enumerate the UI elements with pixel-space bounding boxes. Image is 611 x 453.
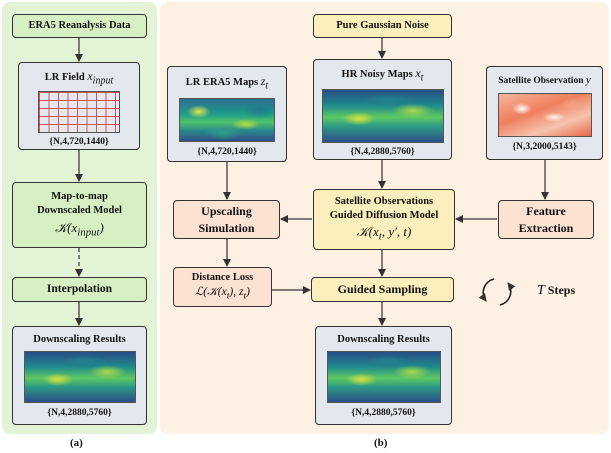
hr-noisy-maps-thumbnail (321, 88, 444, 143)
results-a-thumbnail (23, 351, 136, 404)
results-a-box: Downscaling Results {N,4,2880,5760} (12, 326, 147, 425)
lr-era5-maps-dims: {N,4,720,1440} (197, 146, 257, 157)
gaussian-noise-label: Pure Gaussian Noise (336, 19, 429, 31)
hr-noisy-maps-title: HR Noisy Maps xt (341, 66, 424, 84)
distance-line1: Distance Loss (191, 271, 254, 283)
feature-line1: Feature (526, 204, 566, 219)
lr-era5-maps-title: LR ERA5 Maps zt (185, 74, 269, 92)
guided-diffusion-model-box: Satellite Observations Guided Diffusion … (313, 189, 455, 250)
results-b-box: Downscaling Results {N,4,2880,5760} (315, 326, 452, 425)
cycle-icon (478, 278, 516, 306)
era5-reanalysis-box: ERA5 Reanalysis Data (12, 14, 147, 38)
gaussian-noise-box: Pure Gaussian Noise (313, 14, 452, 38)
lr-field-dims: {N,4,720,1440} (49, 136, 109, 147)
lr-field-thumbnail (38, 90, 120, 133)
diffusion-line2: Guided Diffusion Model (329, 209, 439, 221)
hr-noisy-maps-dims: {N,4,2880,5760} (350, 146, 415, 157)
distance-loss-box: Distance Loss ℒ(𝒦(xt), zt) (173, 267, 272, 307)
results-b-thumbnail (326, 351, 441, 404)
satellite-observation-thumbnail (497, 92, 592, 137)
model-line2: Downscaled Model (37, 205, 122, 217)
panel-b-label: (b) (374, 437, 388, 449)
t-steps-label: T Steps (537, 283, 576, 298)
model-math: 𝒦(xinput) (55, 219, 104, 239)
feature-line2: Extraction (518, 220, 574, 235)
upscaling-line1: Upscaling (201, 204, 252, 219)
upscaling-simulation-box: Upscaling Simulation (173, 200, 280, 239)
model-line1: Map-to-map (51, 191, 108, 203)
diffusion-line1: Satellite Observations (334, 195, 434, 207)
map-to-map-model-box: Map-to-map Downscaled Model 𝒦(xinput) (12, 182, 147, 248)
distance-math: ℒ(𝒦(xt), zt) (195, 285, 250, 302)
results-a-title: Downscaling Results (33, 334, 126, 345)
interpolation-label: Interpolation (46, 282, 113, 295)
guided-sampling-label: Guided Sampling (337, 282, 428, 297)
satellite-observation-title: Satellite Observation y (498, 74, 591, 86)
lr-field-title: LR Field xinput (44, 69, 114, 87)
results-b-title: Downscaling Results (337, 334, 430, 345)
satellite-observation-dashed-border (486, 66, 603, 160)
hr-noisy-maps-box: HR Noisy Maps xt {N,4,2880,5760} (313, 59, 452, 160)
lr-field-box: LR Field xinput {N,4,720,1440} (18, 62, 140, 150)
diffusion-math: 𝒦(xt, y′, t) (356, 224, 412, 243)
results-b-dims: {N,4,2880,5760} (351, 408, 416, 419)
era5-reanalysis-label: ERA5 Reanalysis Data (28, 19, 131, 31)
interpolation-box: Interpolation (12, 277, 147, 302)
lr-era5-maps-thumbnail (179, 97, 275, 142)
satellite-observation-box: Satellite Observation y {N,3,2000,5143} (486, 66, 603, 160)
lr-era5-maps-dashed-border (167, 66, 287, 162)
guided-sampling-box: Guided Sampling (311, 277, 454, 302)
feature-extraction-box: Feature Extraction (498, 200, 594, 239)
results-a-dims: {N,4,2880,5760} (47, 408, 112, 419)
upscaling-line2: Simulation (198, 220, 255, 235)
lr-era5-maps-box: LR ERA5 Maps zt {N,4,720,1440} (167, 66, 287, 162)
satellite-observation-dims: {N,3,2000,5143} (512, 141, 577, 152)
panel-a-label: (a) (70, 437, 83, 449)
